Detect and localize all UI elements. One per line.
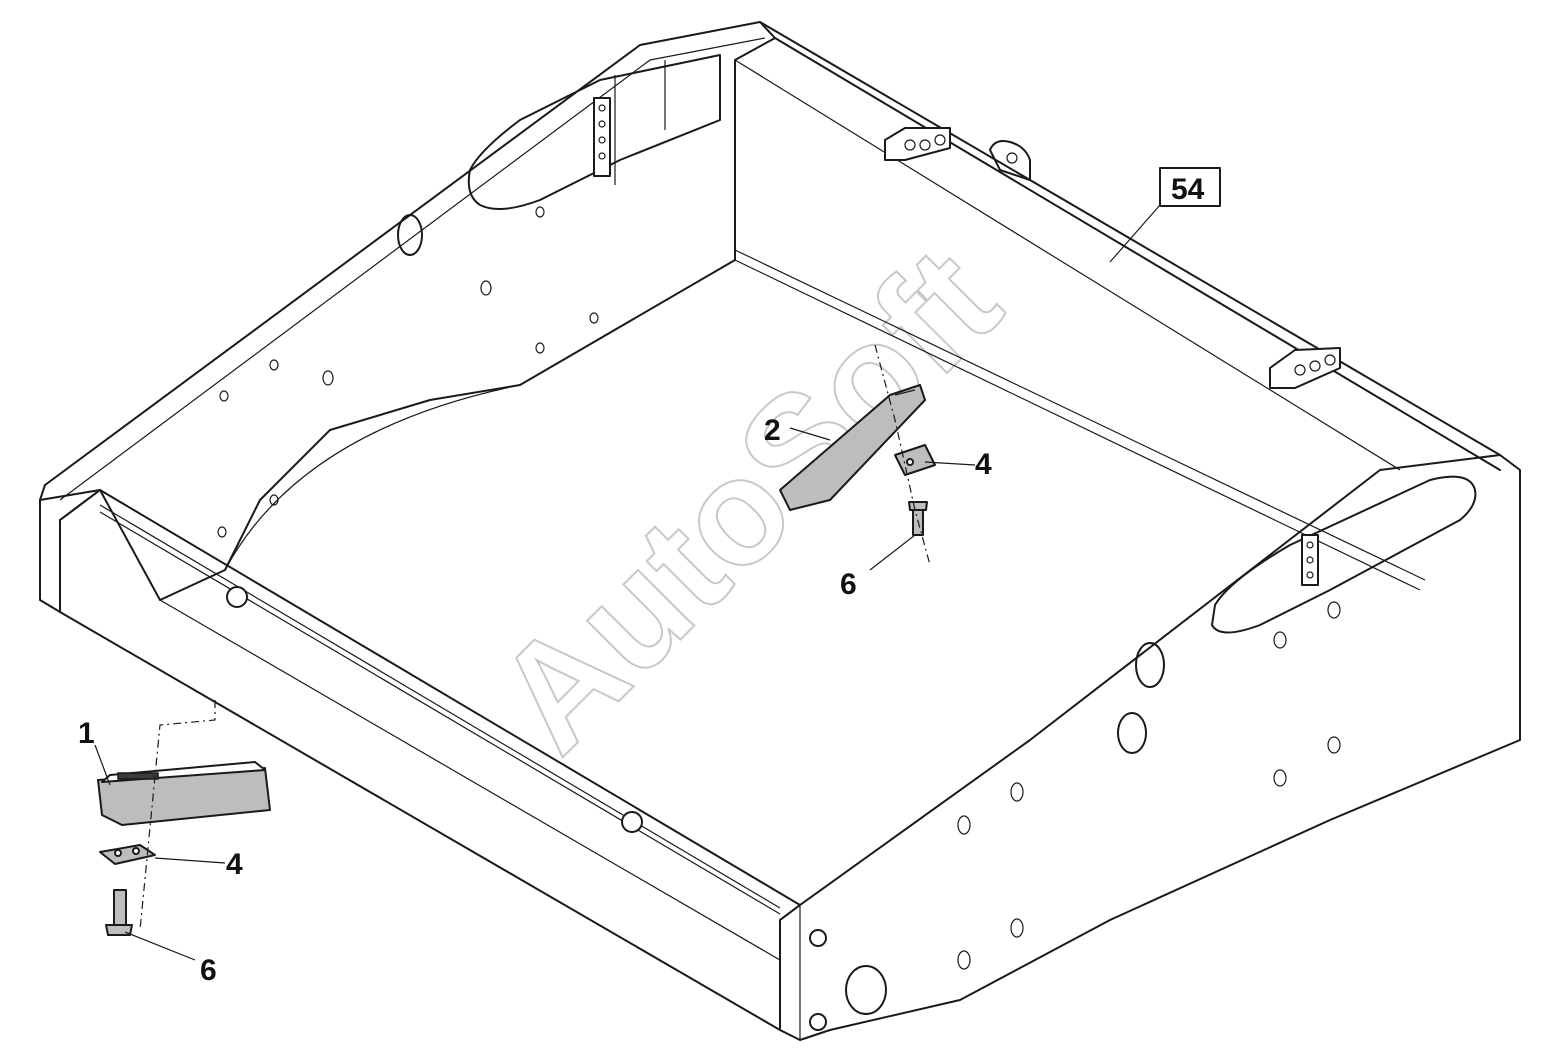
front-cross-beam [59, 489, 801, 1031]
part-4-plate-lower [99, 844, 156, 865]
callout-4-upper: 4 [975, 448, 992, 481]
leader-1 [94, 744, 111, 786]
callout-1: 1 [78, 717, 95, 750]
part-6-bolt-upper [908, 501, 928, 536]
leader-6-lower [124, 931, 196, 961]
leader-4-upper [924, 461, 976, 466]
callout-6-lower: 6 [200, 954, 217, 987]
assembly-line-upper [874, 344, 931, 566]
part-6-bolt-lower [105, 889, 133, 936]
callout-2: 2 [764, 414, 781, 447]
assembly-label: 54 [1171, 173, 1205, 206]
part-1-wear-strip [97, 761, 271, 826]
leader-4-lower [154, 857, 226, 864]
part-2-wear-strip [779, 384, 926, 511]
callout-4-lower: 4 [226, 848, 243, 881]
assembly-label-box [1159, 167, 1221, 207]
leader-2 [789, 427, 831, 441]
leader-6-upper [869, 534, 916, 571]
callout-6-upper: 6 [840, 568, 857, 601]
watermark-text: AutoSoft [464, 216, 1030, 782]
leader-54 [1109, 204, 1161, 263]
right-side-plate [779, 454, 1521, 1041]
